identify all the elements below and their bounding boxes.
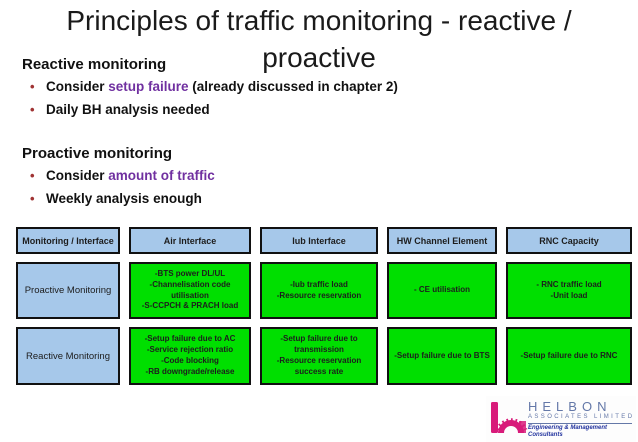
reactive-bullet-1: • Consider setup failure (already discus… [30,79,398,95]
proactive-bullet-2: • Weekly analysis enough [30,191,202,207]
bullet-dot-icon: • [30,102,35,117]
bullet-dot-icon: • [30,79,35,94]
bullet-dot-icon: • [30,168,35,183]
reactive-bullet-2: • Daily BH analysis needed [30,102,210,118]
monitoring-table: Monitoring / Interface Air Interface Iub… [16,227,632,385]
highlighted-text: amount of traffic [108,168,215,183]
helbon-gear-arch-icon [491,402,528,433]
table-cell-reactive-air: -Setup failure due to AC -Service reject… [129,327,251,385]
table-cell-reactive-rnc: -Setup failure due to RNC [506,327,632,385]
bullet-text: Daily BH analysis needed [46,102,210,117]
table-header-air-interface: Air Interface [129,227,251,254]
proactive-heading: Proactive monitoring [22,145,173,162]
bullet-text: Weekly analysis enough [46,191,202,206]
slide-title-line1: Principles of traffic monitoring - react… [66,5,572,36]
logo-text-block: HELBON ASSOCIATES LIMITED Engineering & … [528,400,636,439]
table-header-rnc-capacity: RNC Capacity [506,227,632,254]
table-header-iub-interface: Iub Interface [260,227,378,254]
table-cell-reactive-hw: -Setup failure due to BTS [387,327,497,385]
table-cell-proactive-iub: -Iub traffic load -Resource reservation [260,262,378,319]
logo-tagline: Engineering & Management Consultants [528,424,608,438]
table-cell-proactive-hw: - CE utilisation [387,262,497,319]
logo-subtitle: ASSOCIATES LIMITED [528,413,635,420]
table-row-label-reactive: Reactive Monitoring [16,327,120,385]
table-row-label-proactive: Proactive Monitoring [16,262,120,319]
bullet-text: Consider amount of traffic [46,168,215,183]
table-header-monitoring-interface: Monitoring / Interface [16,227,120,254]
slide-title-line2: proactive [262,42,376,73]
logo-divider [528,422,632,424]
table-cell-proactive-rnc: - RNC traffic load -Unit load [506,262,632,319]
bullet-dot-icon: • [30,191,35,206]
table-header-hw-channel-element: HW Channel Element [387,227,497,254]
company-logo: HELBON ASSOCIATES LIMITED Engineering & … [486,396,636,442]
table-cell-reactive-iub: -Setup failure due to transmission -Reso… [260,327,378,385]
bullet-text: Consider setup failure (already discusse… [46,79,398,94]
highlighted-text: setup failure [108,79,189,94]
proactive-bullet-1: • Consider amount of traffic [30,168,215,184]
reactive-heading: Reactive monitoring [22,56,167,73]
table-cell-proactive-air: -BTS power DL/UL -Channelisation code ut… [129,262,251,319]
logo-company-name: HELBON [528,398,612,414]
slide-title: Principles of traffic monitoring - react… [0,2,638,76]
